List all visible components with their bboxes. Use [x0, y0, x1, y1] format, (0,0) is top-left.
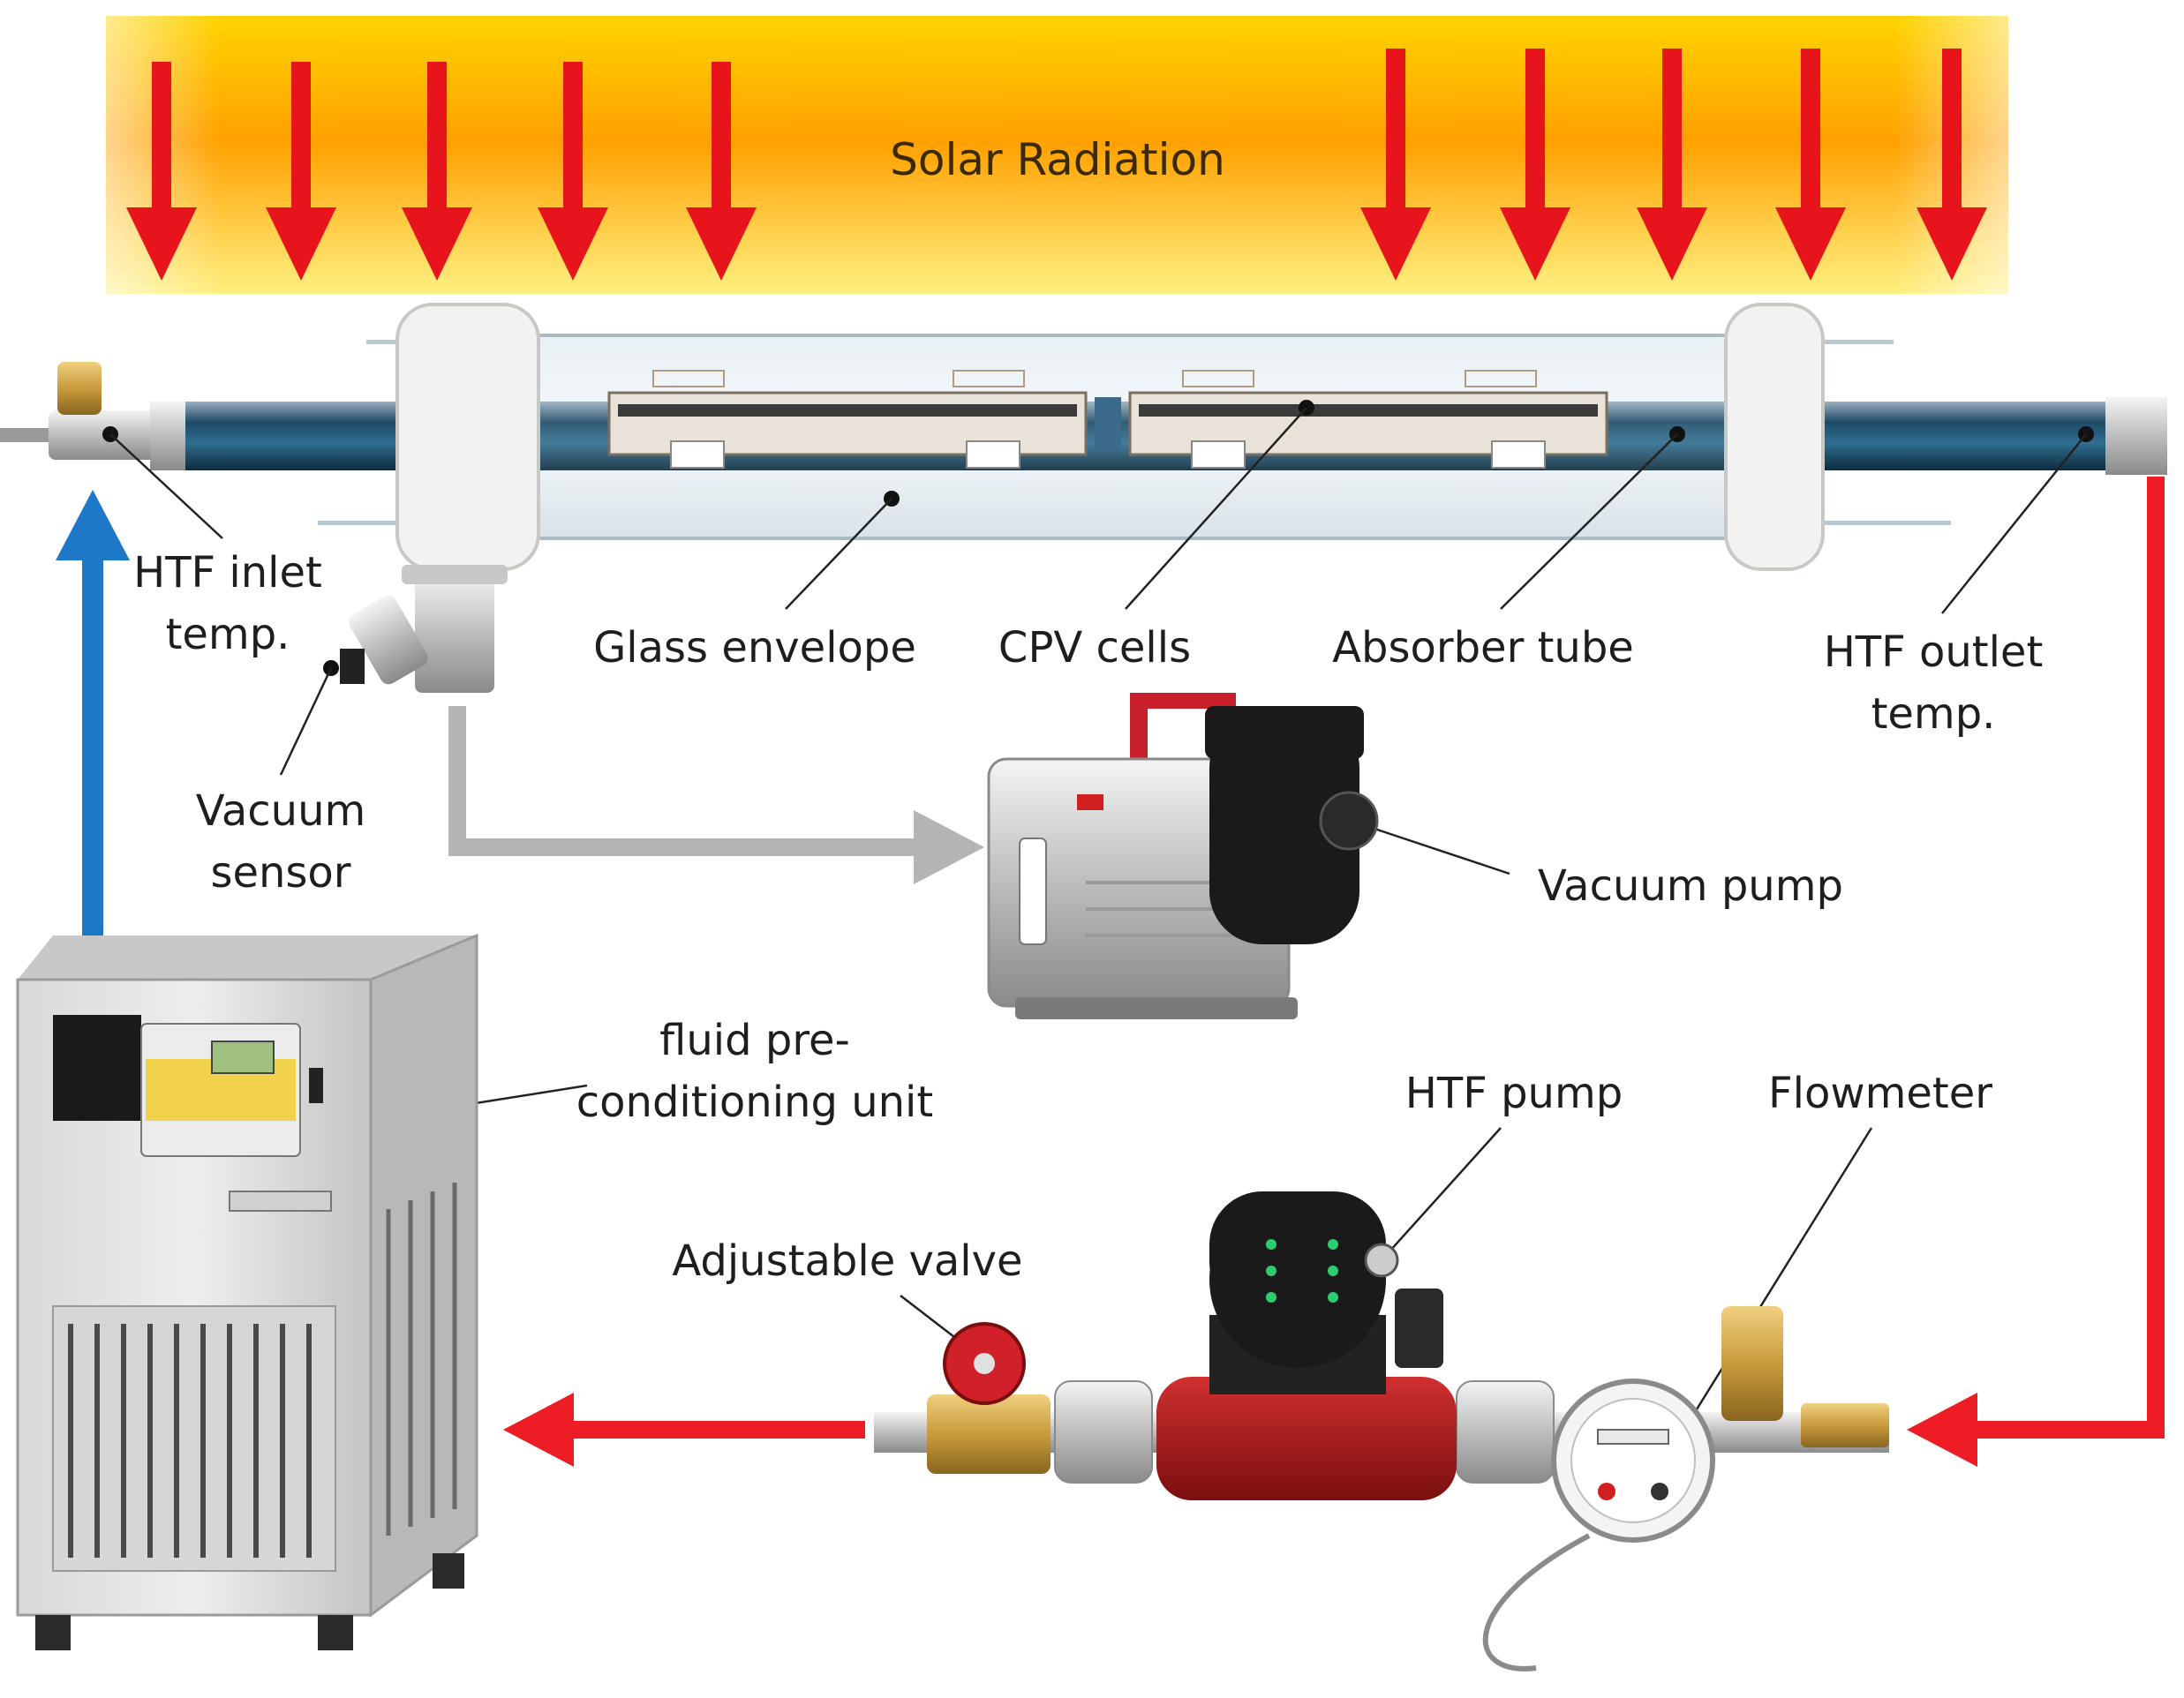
- solar-radiation-banner: Solar Radiation: [106, 16, 2008, 294]
- solar-radiation-label: Solar Radiation: [890, 134, 1225, 185]
- htf-inlet-temp-label-line1: HTF inlet: [133, 548, 322, 597]
- radiation-arrow: [1775, 49, 1846, 281]
- radiation-arrow: [266, 62, 336, 281]
- radiation-arrow: [538, 62, 608, 281]
- flowmeter-label: Flowmeter: [1768, 1069, 1992, 1118]
- cpv-cells: [607, 370, 1608, 469]
- htf-outlet-temp-label-line1: HTF outlet: [1824, 627, 2044, 677]
- vacuum-sensor-fitting: [340, 565, 508, 693]
- htf-pump-label: HTF pump: [1405, 1069, 1623, 1118]
- glass-envelope-label: Glass envelope: [593, 623, 916, 672]
- radiation-arrow: [402, 62, 472, 281]
- vacuum-line: [448, 706, 984, 884]
- radiation-arrow: [1917, 49, 1987, 281]
- htf-inlet-temp-label-line2: temp.: [166, 610, 290, 659]
- hot-supply-flow-arrow: [503, 1393, 865, 1467]
- fluid-unit-label-line2: conditioning unit: [576, 1078, 933, 1127]
- vacuum-pump: [987, 693, 1379, 1019]
- absorber-tube-label: Absorber tube: [1332, 623, 1634, 672]
- htf-outlet-temp-label-line2: temp.: [1871, 689, 1996, 739]
- radiation-arrows: [126, 49, 1987, 281]
- radiation-arrow: [1360, 49, 1431, 281]
- fluid-preconditioning-unit: [16, 933, 478, 1650]
- radiation-arrow: [126, 62, 197, 281]
- left-flange: [395, 303, 540, 571]
- radiation-arrow: [686, 62, 757, 281]
- receiver-assembly: [0, 303, 2167, 693]
- radiation-arrow: [1637, 49, 1707, 281]
- right-flange: [1724, 303, 1825, 571]
- fluid-unit-label-line1: fluid pre-: [659, 1016, 850, 1065]
- vacuum-sensor-label-line1: Vacuum: [196, 786, 366, 836]
- htf-loop-hardware: [874, 1191, 1889, 1672]
- adjustable-valve-label: Adjustable valve: [672, 1236, 1022, 1286]
- cold-inlet-flow-arrow: [56, 490, 130, 953]
- adjustable-valve: [927, 1322, 1051, 1474]
- hot-return-flow-line: [1907, 477, 2165, 1467]
- htf-pump: [1156, 1191, 1457, 1500]
- vacuum-sensor-label-line2: sensor: [210, 848, 350, 898]
- inlet-fitting: [0, 362, 185, 470]
- flowmeter: [1482, 1306, 1889, 1672]
- cpv-cells-label: CPV cells: [998, 623, 1191, 672]
- labels: HTF inlet temp. Vacuum sensor Glass enve…: [133, 548, 2043, 1286]
- vacuum-pump-label: Vacuum pump: [1538, 861, 1843, 911]
- radiation-arrow: [1500, 49, 1570, 281]
